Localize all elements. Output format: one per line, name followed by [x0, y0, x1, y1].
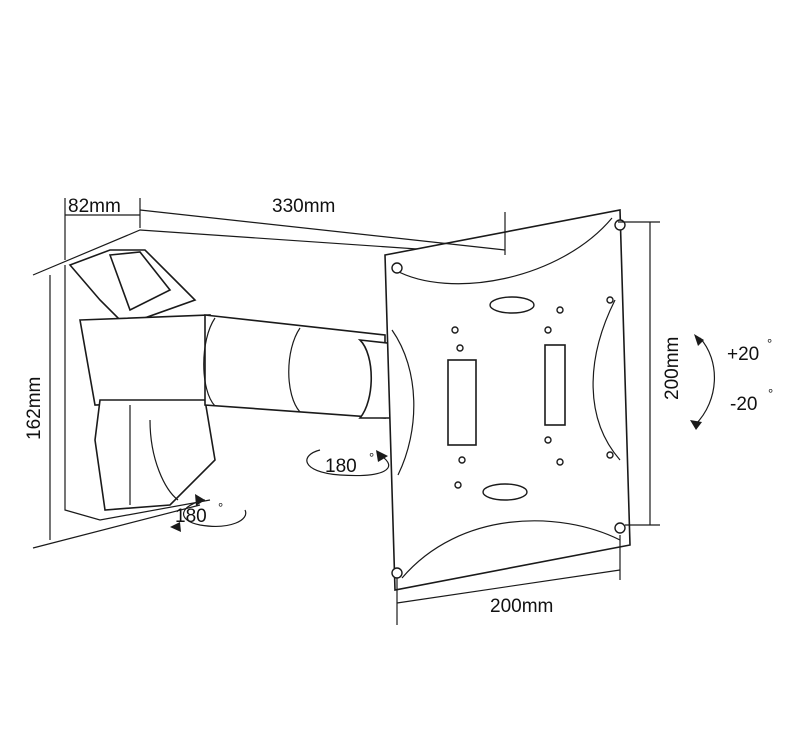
- dimension-lines: [49, 198, 660, 625]
- wall-swivel-label: 180: [175, 506, 207, 527]
- height-label: 162mm: [24, 377, 45, 440]
- arm-swivel-degree: °: [369, 450, 374, 465]
- wall-swivel-degree: °: [218, 500, 223, 515]
- vesa-plate: [384, 209, 631, 591]
- extension-label: 330mm: [272, 196, 335, 217]
- oval-slot-top: [489, 296, 535, 314]
- mount-arm: [203, 314, 418, 419]
- corner-hole: [614, 522, 626, 534]
- tilt-up-degree: °: [767, 336, 772, 351]
- vesa-width-label: 200mm: [490, 596, 553, 617]
- arm-swivel-arrow: [306, 449, 390, 477]
- center-slot: [544, 344, 566, 426]
- tilt-down-degree: °: [768, 386, 773, 401]
- oval-slot-bottom: [482, 483, 528, 501]
- tilt-arrow: [694, 337, 716, 426]
- vesa-height-label: 200mm: [662, 337, 683, 400]
- corner-hole: [391, 567, 403, 579]
- rotation-arrows: [170, 334, 716, 532]
- arm-swivel-label: 180: [325, 456, 357, 477]
- tilt-up-label: +20: [727, 344, 759, 365]
- wall-bracket: [68, 249, 216, 511]
- wall-swivel-arrow: [182, 499, 247, 527]
- tilt-down-label: -20: [730, 394, 757, 415]
- depth-label: 82mm: [68, 196, 121, 217]
- corner-hole: [391, 262, 403, 274]
- tilt-mechanism: [447, 359, 477, 446]
